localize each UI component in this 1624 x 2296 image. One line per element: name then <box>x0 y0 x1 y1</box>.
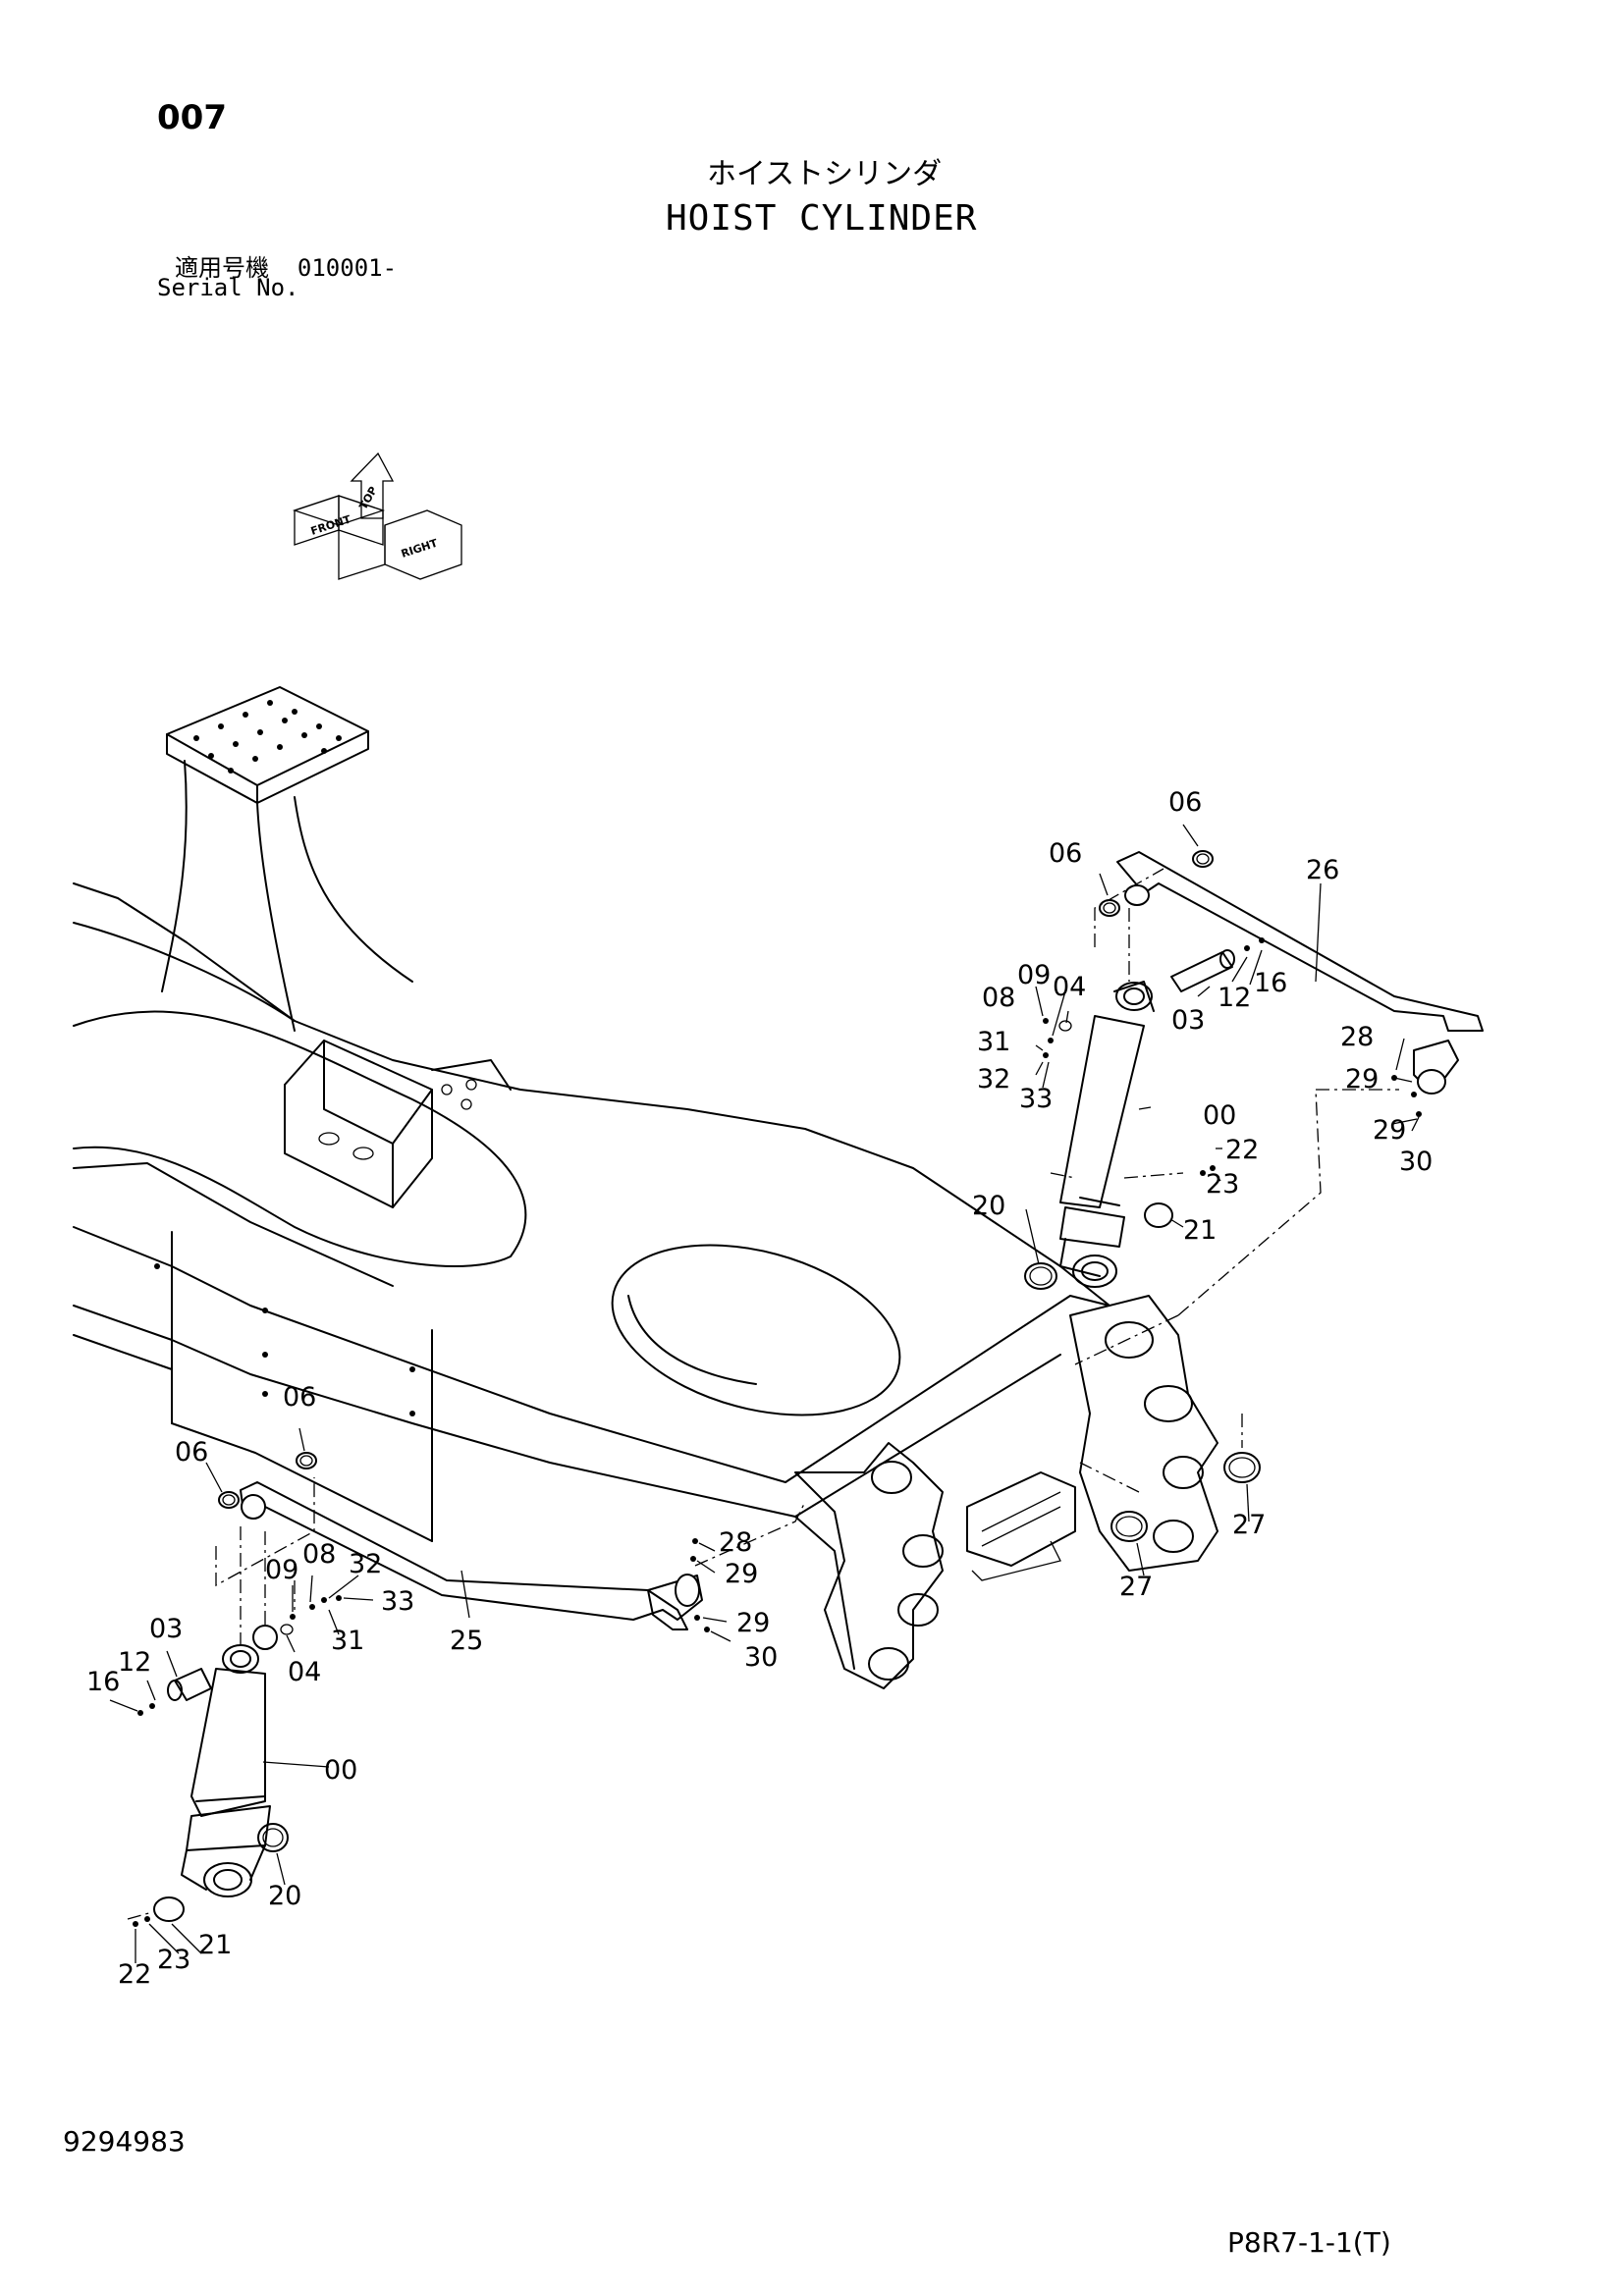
callout-right-20: 20 <box>972 1191 1005 1221</box>
callout-left-30: 30 <box>744 1642 778 1673</box>
callout-left-23: 23 <box>157 1945 190 1975</box>
callout-right-23: 23 <box>1206 1169 1239 1200</box>
callout-right-22: 22 <box>1225 1135 1259 1165</box>
callout-right-27b: 27 <box>1119 1572 1153 1602</box>
title-japanese: ホイストシリンダ <box>707 157 943 191</box>
callout-left-29b: 29 <box>736 1608 770 1638</box>
callout-left-09: 09 <box>265 1555 298 1585</box>
callout-left-08: 08 <box>302 1539 336 1570</box>
callout-right-06a: 06 <box>1168 787 1202 818</box>
orientation-right-label: RIGHT <box>400 537 440 561</box>
left-hoist-cylinder-assembly <box>109 1427 806 1963</box>
right-callouts: 06 06 26 08 09 04 31 32 33 03 12 16 28 2… <box>972 787 1433 1602</box>
callout-left-33: 33 <box>381 1586 414 1617</box>
callout-right-32: 32 <box>977 1064 1010 1095</box>
callout-right-06b: 06 <box>1049 838 1082 869</box>
callout-right-00: 00 <box>1203 1100 1236 1131</box>
serial-line-japanese: 適用号機 010001- <box>175 248 397 283</box>
callout-left-22: 22 <box>118 1959 151 1990</box>
left-callouts: 06 06 28 29 29 30 25 09 08 32 33 31 04 0… <box>86 1382 778 1990</box>
callout-left-12: 12 <box>118 1647 151 1678</box>
callout-right-09: 09 <box>1017 960 1051 990</box>
callout-right-30: 30 <box>1399 1147 1433 1177</box>
callout-left-28: 28 <box>719 1527 752 1558</box>
callout-left-21: 21 <box>198 1930 232 1960</box>
callout-left-16: 16 <box>86 1667 120 1697</box>
callout-right-27a: 27 <box>1232 1510 1266 1540</box>
callout-left-29a: 29 <box>725 1559 758 1589</box>
title-english: HOIST CYLINDER <box>666 198 978 239</box>
callout-right-29a: 29 <box>1345 1064 1379 1095</box>
callout-right-16: 16 <box>1254 968 1287 998</box>
callout-right-12: 12 <box>1218 983 1251 1013</box>
serial-value: 010001- <box>297 254 398 282</box>
callout-right-28: 28 <box>1340 1022 1374 1052</box>
callout-right-04: 04 <box>1053 972 1086 1002</box>
page-number: 007 <box>157 98 227 137</box>
callout-right-26: 26 <box>1306 855 1339 885</box>
callout-right-31: 31 <box>977 1027 1010 1057</box>
callout-right-03: 03 <box>1171 1005 1205 1036</box>
callout-left-31: 31 <box>331 1626 364 1656</box>
right-hoist-cylinder-assembly <box>1024 824 1484 1576</box>
callout-right-29b: 29 <box>1373 1115 1406 1146</box>
callout-left-00: 00 <box>324 1755 357 1786</box>
callout-left-04: 04 <box>288 1657 321 1687</box>
callout-left-32: 32 <box>349 1549 382 1579</box>
callout-left-06a: 06 <box>283 1382 316 1413</box>
callout-left-20: 20 <box>268 1881 301 1911</box>
serial-label-english: Serial No. <box>157 274 299 301</box>
callout-left-25: 25 <box>450 1626 483 1656</box>
callout-left-06b: 06 <box>175 1437 208 1468</box>
callout-right-33: 33 <box>1019 1084 1053 1114</box>
page-code: P8R7-1-1(T) <box>1227 2226 1391 2259</box>
orientation-front-label: FRONT <box>309 512 352 538</box>
serial-label-japanese: 適用号機 <box>175 254 269 282</box>
frame-chassis <box>73 686 1218 1689</box>
callout-left-03: 03 <box>149 1614 183 1644</box>
orientation-cube-icon: FRONT RIGHT TOP <box>292 452 462 580</box>
document-number: 9294983 <box>63 2125 186 2158</box>
callout-right-21: 21 <box>1183 1215 1217 1246</box>
callout-right-08: 08 <box>982 983 1015 1013</box>
